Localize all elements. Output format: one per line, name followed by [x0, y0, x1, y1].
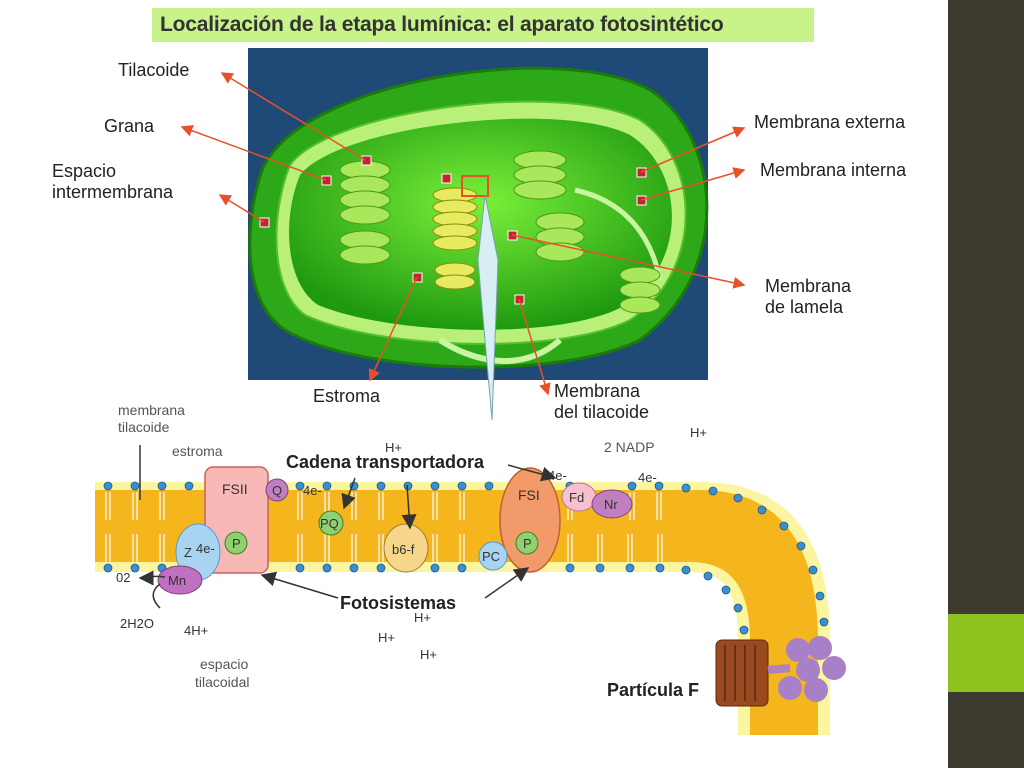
p680-center: [224, 531, 248, 555]
label-z: Z: [184, 545, 192, 560]
label-fsi: FSI: [518, 487, 540, 503]
label-p-fsii: P: [232, 536, 241, 551]
label-membrana-lamela-2: de lamela: [765, 297, 844, 317]
grana-stack-highlight: [432, 187, 478, 290]
label-cadena-transportadora: Cadena transportadora: [286, 452, 485, 472]
pq-carrier: [318, 510, 344, 536]
label-tilacoide-small: tilacoide: [118, 419, 170, 435]
thylakoid-membrane: [95, 482, 830, 735]
grana-stack-1: [339, 160, 391, 225]
diagram-graphics: [95, 66, 846, 735]
label-4e-nr: 4e-: [638, 470, 657, 485]
label-2-nadp: 2 NADP: [604, 439, 655, 455]
grana-stack-3: [513, 150, 567, 200]
label-h-plus-2: H+: [690, 425, 707, 440]
annotation-arrows: [138, 445, 557, 609]
label-p-fsi: P: [523, 536, 532, 551]
label-intermembrana: intermembrana: [52, 182, 174, 202]
nr-enzyme: [591, 489, 633, 519]
grana-stack-2: [339, 230, 391, 265]
label-fd: Fd: [569, 490, 585, 505]
q-carrier: [265, 478, 289, 502]
slide-title: Localización de la etapa lumínica: el ap…: [160, 13, 724, 36]
label-h-plus-1: H+: [385, 440, 402, 455]
label-membrana-small: membrana: [118, 402, 185, 418]
lipid-heads-top: [103, 481, 829, 627]
label-particula-f: Partícula F: [607, 680, 700, 700]
label-tilacoide: Tilacoide: [118, 60, 190, 80]
label-tilacoidal-small: tilacoidal: [195, 674, 250, 690]
label-fsii: FSII: [222, 481, 248, 497]
label-mn: Mn: [168, 573, 187, 588]
label-membrana-tilacoide-1: Membrana: [554, 381, 641, 401]
chloroplast: [248, 66, 709, 369]
grana-stack-4: [535, 212, 585, 262]
label-4e-fsii: 4e-: [196, 541, 215, 556]
label-h-plus-4: H+: [378, 630, 395, 645]
label-membrana-lamela-1: Membrana: [765, 276, 852, 296]
label-h-plus-5: H+: [420, 647, 437, 662]
p700-center: [515, 531, 539, 555]
atp-synthase: [715, 636, 846, 707]
label-o2: 02: [116, 570, 131, 585]
label-b6f: b6-f: [392, 542, 415, 557]
pointer-lines: [180, 72, 746, 396]
fsi-complex: [499, 467, 561, 573]
fsii-complex: [204, 466, 269, 574]
label-estroma: Estroma: [313, 386, 381, 406]
label-2h2o: 2H2O: [120, 616, 154, 631]
side-accent: [948, 614, 1024, 692]
label-membrana-externa: Membrana externa: [754, 112, 906, 132]
label-h-plus-3: H+: [414, 610, 431, 625]
title-bar: [152, 8, 814, 42]
zoom-pointer: [477, 194, 499, 421]
label-membrana-interna: Membrana interna: [760, 160, 907, 180]
pc-carrier: [478, 541, 508, 571]
mn-cluster: [157, 565, 203, 595]
label-membrana-tilacoide-2: del tilacoide: [554, 402, 650, 422]
grana-stack-5: [619, 266, 661, 314]
label-nr: Nr: [604, 497, 618, 512]
zoom-box: [461, 175, 489, 197]
label-pc: PC: [482, 549, 501, 564]
label-espacio: Espacio: [52, 161, 117, 181]
label-4h: 4H+: [184, 623, 209, 638]
label-q: Q: [272, 483, 283, 498]
label-grana: Grana: [104, 116, 155, 136]
label-fotosistemas: Fotosistemas: [340, 593, 457, 613]
label-espacio-small: espacio: [200, 656, 249, 672]
label-4e-q: 4e-: [303, 483, 322, 498]
label-pq: PQ: [320, 516, 339, 531]
label-4e-fsi: 4e-: [548, 468, 567, 483]
label-estroma-small: estroma: [172, 443, 223, 459]
